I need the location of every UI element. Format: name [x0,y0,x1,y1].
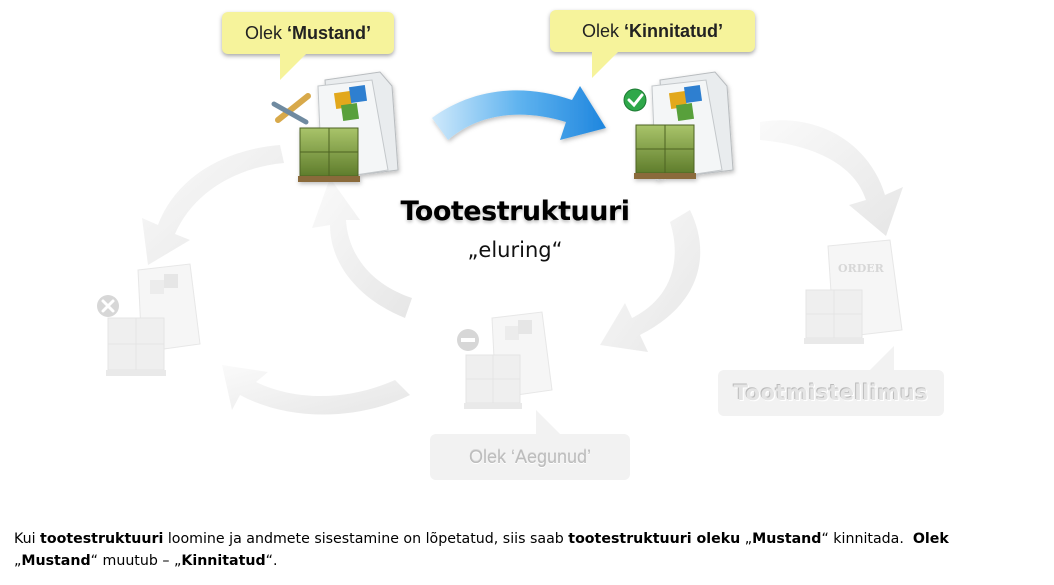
arrow-expired-to-deleted [222,365,410,415]
expired-state-label: Olek ‘Aegunud’ [468,446,592,467]
order-doc-label: ORDER [838,262,885,275]
draft-callout-tail [280,54,306,80]
approved-state-callout: Olek ‘Kinnitatud’ [550,10,755,52]
draft-state-prefix: Olek [244,22,287,43]
pencil-ruler-icon [271,93,311,125]
order-document-icon: ORDER [804,239,903,344]
production-order-label: Tootmistellimus [718,370,944,416]
expired-state-callout: Olek ‘Aegunud’ [430,434,630,480]
desc-bold: tootestruktuuri [40,531,164,547]
desc-bold: Kinnitatud [181,553,266,569]
arrow-draft-to-approved [432,86,606,140]
desc-bold: Mustand [21,553,91,569]
desc-part: “ kinnitada. [821,531,913,547]
arrow-approved-to-expired [600,210,701,352]
approved-callout-tail [592,52,618,78]
description-text: Kui tootestruktuuri loomine ja andmete s… [14,528,1014,572]
approved-product-icon [634,71,734,181]
production-order-text: Tootmistellimus [733,381,929,405]
approved-state-prefix: Olek [582,20,625,41]
desc-part: „ [14,553,22,569]
desc-part: “ muutub – „ [90,553,182,569]
draft-product-icon [298,71,399,182]
diagram-title: Tootestruktuuri [400,196,630,227]
arrow-draft-to-deleted [142,145,284,265]
x-badge-icon [97,295,119,317]
desc-bold: Mustand [752,531,822,547]
minus-badge-icon [457,329,479,351]
expired-callout-tail [536,410,560,434]
arrow-expired-to-draft [312,178,412,318]
draft-state-name: ‘Mustand’ [287,22,371,43]
desc-part: „ [740,531,753,547]
diagram-subtitle: „eluring“ [467,238,563,262]
expired-product-icon [464,311,553,409]
diagram-canvas: ORDER [97,71,903,415]
desc-part: “. [265,553,278,569]
check-badge-icon [623,88,647,112]
desc-bold: Olek [912,531,949,547]
draft-state-callout: Olek ‘Mustand’ [222,12,394,54]
desc-part: Kui [14,531,41,547]
approved-state-name: ‘Kinnitatud’ [624,20,723,41]
deleted-product-icon [106,263,201,376]
desc-bold: tootestruktuuri oleku [568,531,741,547]
desc-part: loomine ja andmete sisestamine on lõpeta… [163,531,569,547]
arrow-approved-to-order [760,120,903,236]
order-callout-tail [870,346,894,370]
